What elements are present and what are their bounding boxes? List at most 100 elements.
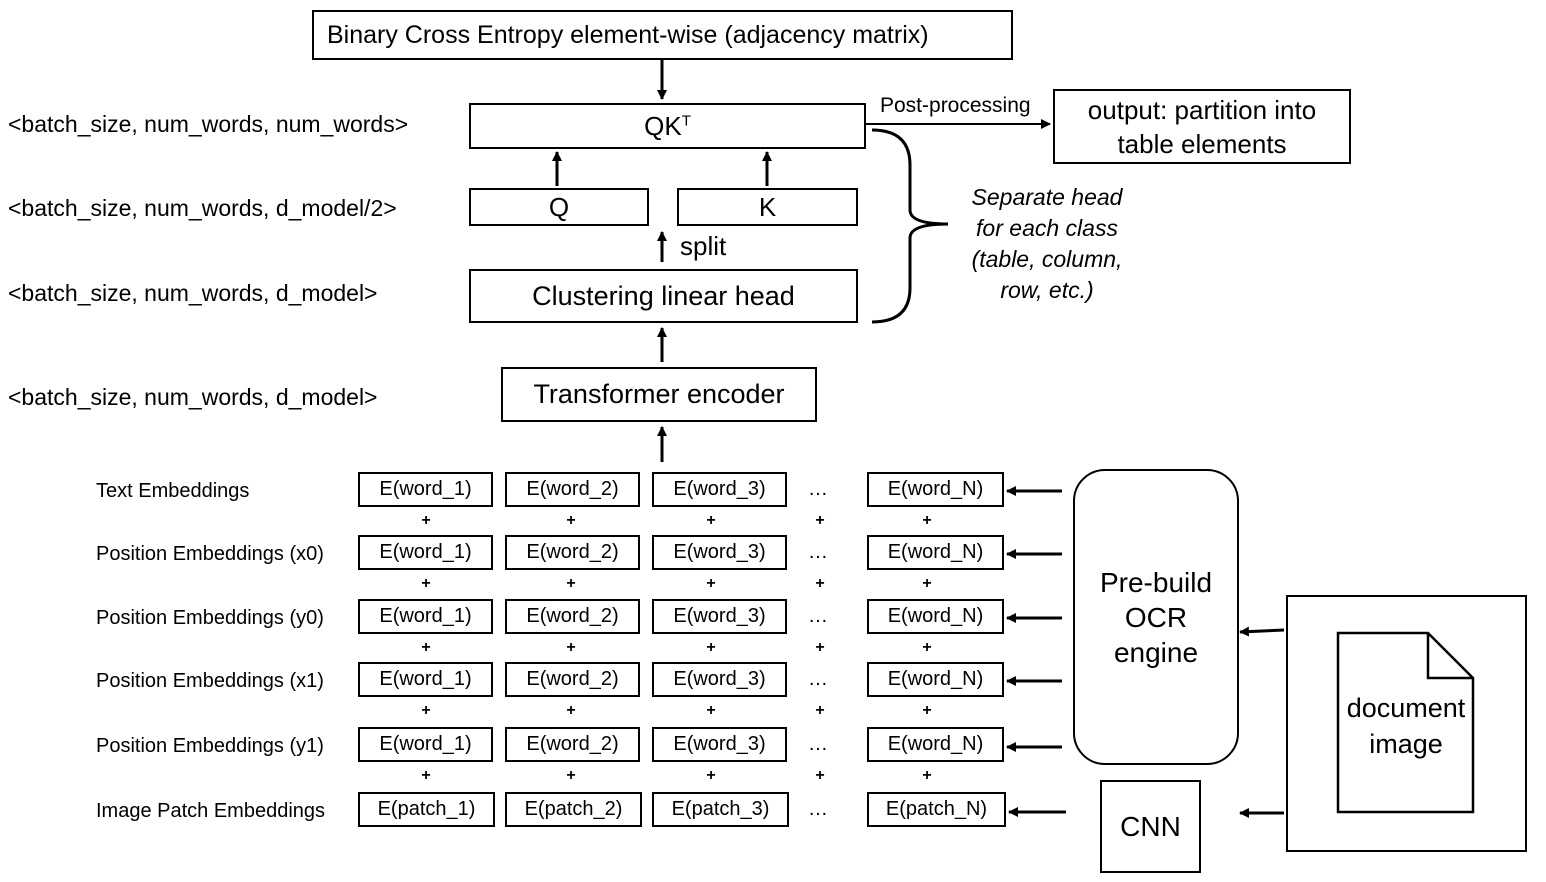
q-box: Q xyxy=(469,188,649,226)
plus-sign: + xyxy=(922,639,932,656)
embedding-row-label: Position Embeddings (x0) xyxy=(96,543,324,565)
plus-sign: + xyxy=(421,639,431,656)
dim-label-encoder: <batch_size, num_words, d_model> xyxy=(8,384,378,410)
qk-label: QKT xyxy=(644,110,691,141)
embedding-cell: E(word_N) xyxy=(867,472,1004,507)
output-label-line-1: output: partition into xyxy=(1087,94,1317,125)
embedding-row-label: Position Embeddings (y0) xyxy=(96,607,324,629)
embedding-cell: E(word_2) xyxy=(505,472,640,507)
plus-sign: + xyxy=(815,702,825,719)
plus-sign: + xyxy=(566,639,576,656)
ellipsis: … xyxy=(808,733,828,755)
embedding-row-label: Text Embeddings xyxy=(96,480,250,502)
embedding-cell: E(word_N) xyxy=(867,727,1004,762)
separate-head-note: Separate head for each class (table, col… xyxy=(952,182,1142,306)
embedding-cell: E(word_2) xyxy=(505,599,640,634)
plus-sign: + xyxy=(421,702,431,719)
ocr-label-line-3: engine xyxy=(1113,636,1199,668)
postprocessing-label: Post-processing xyxy=(880,94,1031,117)
encoder-label: Transformer encoder xyxy=(533,379,785,409)
ellipsis: … xyxy=(808,605,828,627)
separate-head-line-3: (table, column, xyxy=(971,246,1123,272)
arrow-doc-to-ocr xyxy=(1239,626,1285,637)
loss-label: Binary Cross Entropy element-wise (adjac… xyxy=(327,20,929,49)
dim-label-qk: <batch_size, num_words, num_words> xyxy=(8,111,409,137)
embedding-cell: E(word_1) xyxy=(358,472,493,507)
plus-sign: + xyxy=(421,512,431,529)
k-label: K xyxy=(758,191,777,222)
embedding-row-label: Image Patch Embeddings xyxy=(96,800,326,822)
embedding-cell: E(word_2) xyxy=(505,727,640,762)
plus-sign: + xyxy=(706,767,716,784)
cnn-box: CNN xyxy=(1100,780,1201,873)
embedding-cell: E(word_3) xyxy=(652,472,787,507)
embedding-cell: E(word_3) xyxy=(652,727,787,762)
separate-head-line-1: Separate head xyxy=(971,184,1123,210)
separate-head-line-4: row, etc.) xyxy=(1000,277,1094,303)
plus-sign: + xyxy=(566,767,576,784)
dim-label-clustering: <batch_size, num_words, d_model> xyxy=(8,280,378,306)
dim-label-qk-split: <batch_size, num_words, d_model/2> xyxy=(8,195,397,221)
ellipsis: … xyxy=(808,541,828,563)
plus-sign: + xyxy=(706,702,716,719)
embedding-cell: E(word_3) xyxy=(652,662,787,697)
plus-sign: + xyxy=(922,575,932,592)
ocr-engine-box: Pre-build OCR engine xyxy=(1073,469,1239,765)
clustering-label: Clustering linear head xyxy=(532,280,795,311)
embedding-cell: E(word_2) xyxy=(505,662,640,697)
embedding-cell: E(patch_3) xyxy=(652,792,789,827)
ellipsis: … xyxy=(808,478,828,500)
document-image-frame xyxy=(1286,595,1527,852)
output-box: output: partition into table elements xyxy=(1053,89,1351,164)
plus-sign: + xyxy=(815,512,825,529)
embedding-row-label: Position Embeddings (x1) xyxy=(96,670,324,692)
plus-sign: + xyxy=(922,702,932,719)
embedding-cell: E(patch_1) xyxy=(358,792,495,827)
plus-sign: + xyxy=(922,767,932,784)
split-label: split xyxy=(680,231,727,261)
ocr-label-line-1: Pre-build xyxy=(1099,566,1213,598)
document-label-line-1: document xyxy=(1346,693,1466,723)
plus-sign: + xyxy=(566,575,576,592)
embedding-cell: E(word_3) xyxy=(652,535,787,570)
ocr-label-line-2: OCR xyxy=(1124,601,1188,633)
embedding-cell: E(word_N) xyxy=(867,599,1004,634)
plus-sign: + xyxy=(421,767,431,784)
document-label: document image xyxy=(1338,690,1474,762)
embedding-row-label: Position Embeddings (y1) xyxy=(96,735,324,757)
embedding-cell: E(word_3) xyxy=(652,599,787,634)
embedding-cell: E(patch_2) xyxy=(505,792,642,827)
output-label-line-2: table elements xyxy=(1117,128,1287,159)
plus-sign: + xyxy=(815,639,825,656)
separate-head-line-2: for each class xyxy=(976,215,1118,241)
plus-sign: + xyxy=(706,512,716,529)
plus-sign: + xyxy=(566,512,576,529)
transformer-encoder-box: Transformer encoder xyxy=(501,367,817,422)
q-label: Q xyxy=(548,191,570,222)
ellipsis: … xyxy=(808,798,828,820)
embedding-cell: E(word_1) xyxy=(358,535,493,570)
plus-sign: + xyxy=(922,512,932,529)
plus-sign: + xyxy=(566,702,576,719)
plus-sign: + xyxy=(815,767,825,784)
plus-sign: + xyxy=(815,575,825,592)
embedding-cell: E(word_1) xyxy=(358,727,493,762)
ellipsis: … xyxy=(808,668,828,690)
embedding-cell: E(word_1) xyxy=(358,662,493,697)
cnn-label: CNN xyxy=(1120,810,1181,842)
document-label-line-2: image xyxy=(1369,729,1443,759)
plus-sign: + xyxy=(421,575,431,592)
k-box: K xyxy=(677,188,858,226)
plus-sign: + xyxy=(706,639,716,656)
embedding-cell: E(patch_N) xyxy=(867,792,1006,827)
embedding-cell: E(word_2) xyxy=(505,535,640,570)
embedding-cell: E(word_N) xyxy=(867,662,1004,697)
clustering-head-box: Clustering linear head xyxy=(469,269,858,323)
embedding-cell: E(word_N) xyxy=(867,535,1004,570)
embedding-cell: E(word_1) xyxy=(358,599,493,634)
separate-head-brace xyxy=(871,128,949,324)
document-page-icon xyxy=(1336,631,1475,814)
plus-sign: + xyxy=(706,575,716,592)
